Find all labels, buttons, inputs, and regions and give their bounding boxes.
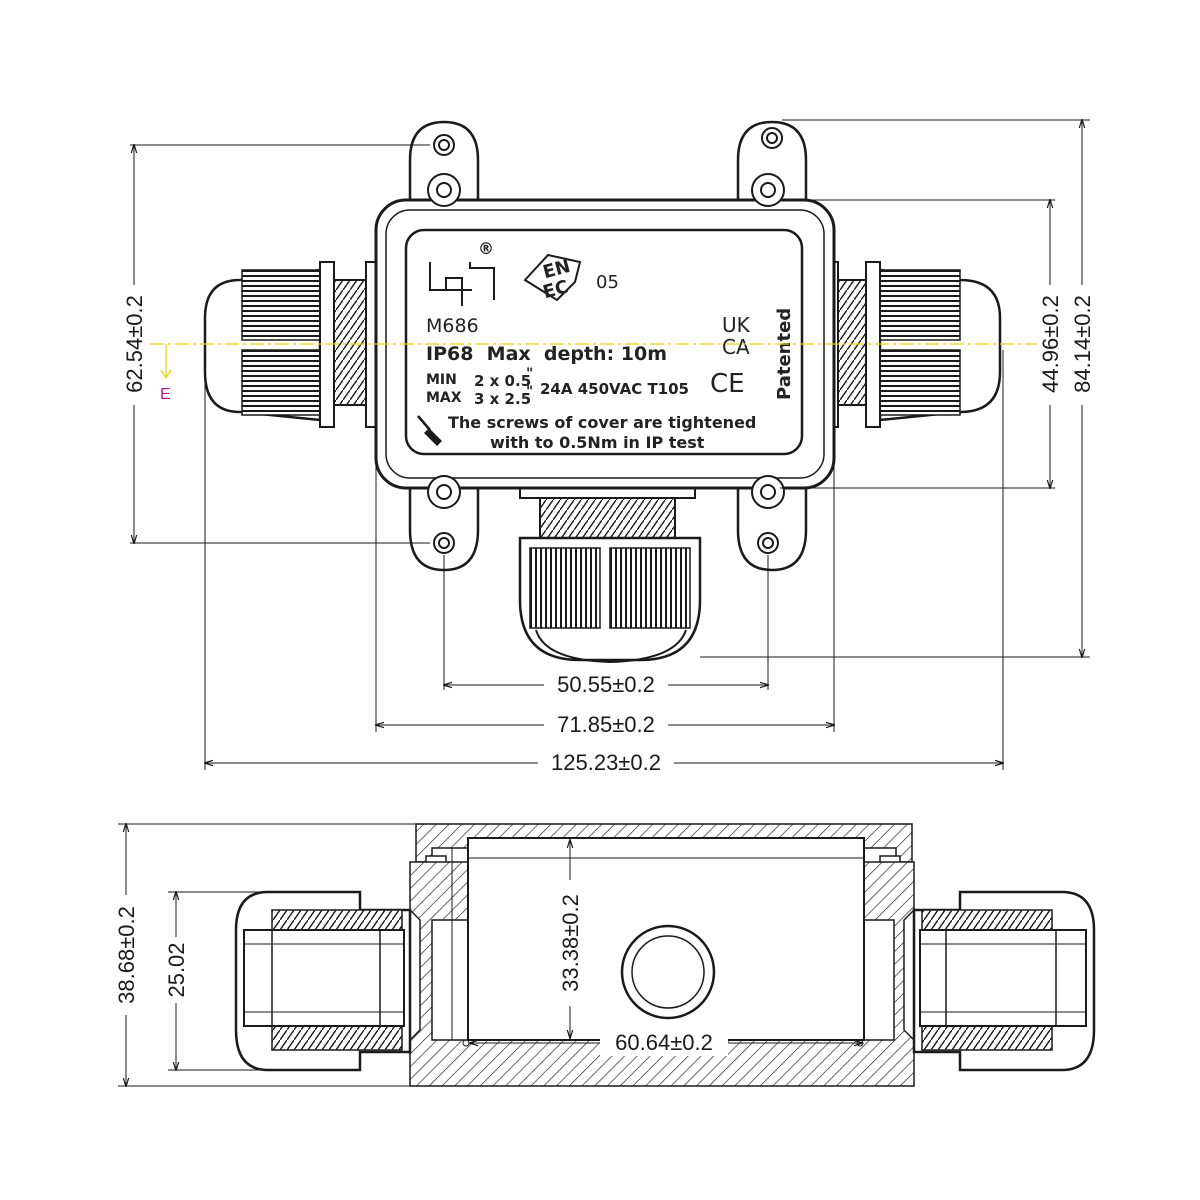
side-section-view: 38.68±0.2 25.02 33.38±0.2 60.64±0.2 — [113, 823, 1096, 1087]
ukca-top: UK — [722, 313, 751, 337]
dim-mount-spacing: 50.55±0.2 — [557, 672, 655, 697]
patented-text: Patented — [774, 308, 795, 400]
max-value: 3 x 2.5 — [474, 390, 531, 408]
screwdriver-icon — [417, 415, 442, 446]
en-cert-number: 05 — [596, 272, 619, 293]
top-view: ® EN EC 05 M686 IP68 Max depth: 10m MIN … — [121, 120, 1095, 776]
squared-mark-max: " — [526, 384, 533, 400]
inner-cavity — [451, 837, 865, 1047]
dim-gland-height: 25.02 — [164, 942, 189, 997]
label-plate: ® EN EC 05 M686 IP68 Max depth: 10m MIN … — [404, 228, 804, 456]
ukca-bottom: CA — [722, 335, 750, 359]
side-extension-lines — [118, 823, 416, 1087]
dim-side-total-height: 38.68±0.2 — [114, 906, 139, 1004]
screw-note-line1: The screws of cover are tightened — [448, 413, 756, 432]
center-axis: E — [150, 343, 1060, 403]
axis-marker-label: E — [160, 386, 171, 403]
squared-mark-min: " — [526, 366, 533, 382]
dim-total-height: 84.14±0.2 — [1070, 295, 1095, 393]
model-number: M686 — [426, 315, 479, 337]
bottom-cable-gland — [518, 477, 702, 664]
ip-rating-text: IP68 Max depth: 10m — [426, 343, 667, 365]
dim-mount-height: 62.54±0.2 — [122, 295, 147, 393]
min-label: MIN — [426, 372, 457, 388]
dim-body-length: 71.85±0.2 — [557, 712, 655, 737]
dim-body-height: 44.96±0.2 — [1038, 295, 1063, 393]
extension-lines — [130, 119, 1090, 770]
max-label: MAX — [426, 390, 462, 406]
left-gland-section — [234, 890, 412, 1072]
right-gland-section — [912, 890, 1096, 1072]
brand-logo-icon — [429, 262, 495, 306]
dim-inner-width: 60.64±0.2 — [615, 1030, 713, 1055]
mounting-holes — [433, 127, 783, 554]
ce-mark: CE — [710, 369, 745, 399]
dim-total-length: 125.23±0.2 — [551, 750, 661, 775]
electrical-rating: 24A 450VAC T105 — [540, 380, 689, 398]
mounting-ears — [408, 120, 808, 572]
min-value: 2 x 0.5 — [474, 372, 531, 390]
right-cable-gland — [825, 261, 1002, 428]
screw-note-line2: with to 0.5Nm in IP test — [490, 433, 705, 452]
dim-inner-height: 33.38±0.2 — [558, 894, 583, 992]
registered-mark: ® — [478, 239, 494, 258]
